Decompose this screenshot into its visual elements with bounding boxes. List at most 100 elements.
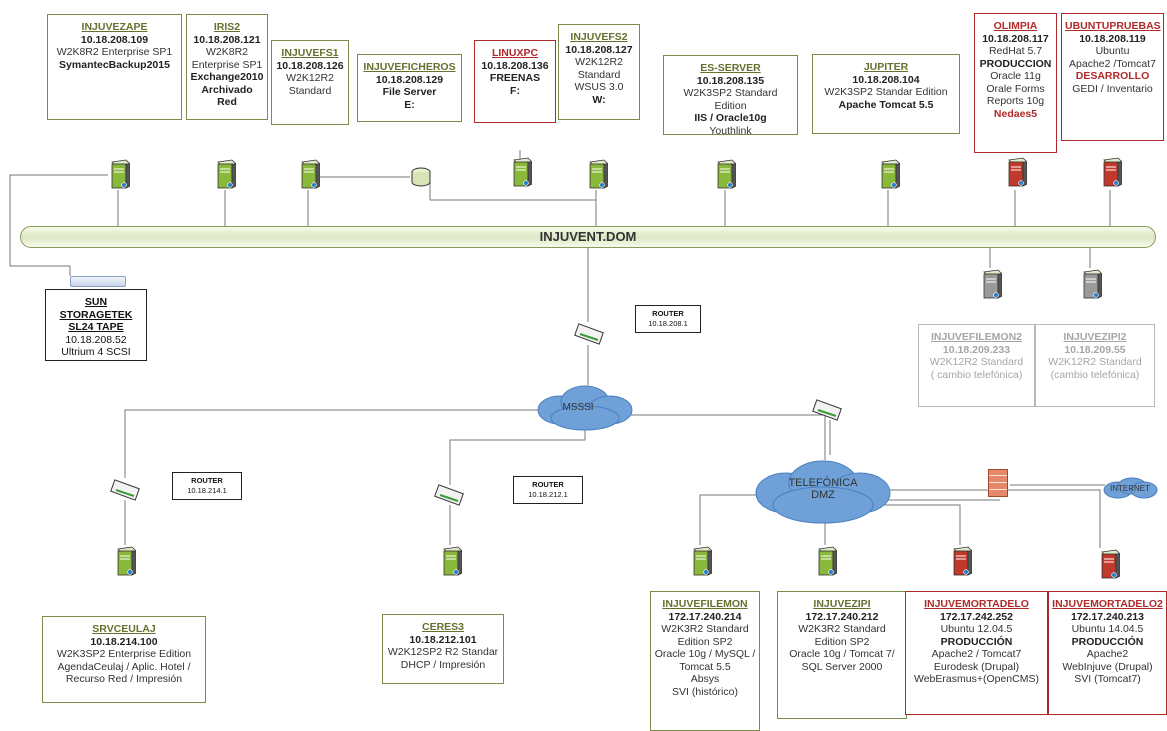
firewall-icon bbox=[988, 469, 1008, 497]
server-detail: SVI (histórico) bbox=[672, 685, 738, 698]
server-detail: DHCP / Impresión bbox=[400, 658, 486, 671]
server-name: INJUVEFS2 bbox=[570, 31, 628, 43]
server-detail: Standard bbox=[288, 84, 332, 97]
server-detail: W2K12R2 Standard bbox=[1048, 356, 1142, 368]
server-name: INJUVEZIPI bbox=[813, 598, 871, 610]
server-detail: Standard bbox=[577, 68, 621, 81]
server-detail: 10.18.208.52 bbox=[65, 333, 127, 346]
server-detail: Apache2 / Tomcat7 bbox=[931, 648, 1022, 660]
domain-bus: INJUVENT.DOM bbox=[20, 226, 1156, 248]
linuxpc-server-icon bbox=[513, 157, 532, 187]
injuvezape-server-icon bbox=[111, 159, 130, 189]
router-icon bbox=[812, 399, 842, 421]
server-detail: 10.18.208.119 bbox=[1079, 32, 1146, 45]
server-detail: Ubuntu 14.04.5 bbox=[1071, 623, 1144, 635]
server-detail: ( cambio telefónica) bbox=[930, 368, 1023, 381]
domain-label: INJUVENT.DOM bbox=[539, 229, 637, 244]
internet-cloud bbox=[1103, 477, 1158, 499]
server-detail: W2K12R2 Standard bbox=[929, 356, 1024, 368]
server-detail: Edition SP2 bbox=[814, 635, 870, 648]
server-detail: AgendaCeulaj / Aplic. Hotel / bbox=[57, 660, 191, 673]
server-name: IRIS2 bbox=[213, 21, 241, 33]
server-detail: Tomcat 5.5 bbox=[679, 660, 731, 673]
server-detail: SL24 TAPE bbox=[68, 321, 124, 333]
server-detail: 10.18.209.55 bbox=[1064, 343, 1126, 356]
injuvemortadelo2-server-icon bbox=[1101, 549, 1120, 579]
server-detail: W2K3SP2 Standard Edition bbox=[683, 87, 778, 112]
server-detail: Apache Tomcat 5.5 bbox=[838, 98, 934, 111]
server-detail: FREENAS bbox=[489, 72, 541, 84]
server-detail: Apache2 /Tomcat7 bbox=[1069, 57, 1156, 70]
disk-icon bbox=[411, 167, 431, 187]
server-detail: 10.18.208.121 bbox=[193, 33, 261, 46]
server-detail: Archivado Red bbox=[201, 83, 253, 109]
server-detail: Recurso Red / Impresión bbox=[65, 673, 183, 685]
router-icon bbox=[110, 479, 140, 501]
server-detail: RedHat 5.7 bbox=[988, 45, 1043, 57]
server-name: ES-SERVER bbox=[700, 62, 761, 74]
server-detail: 172.17.242.252 bbox=[940, 610, 1013, 623]
server-detail: 172.17.240.212 bbox=[805, 610, 879, 623]
server-detail: 10.18.208.104 bbox=[852, 73, 920, 86]
server-name: INJUVEZIPI2 bbox=[1063, 331, 1127, 343]
olimpia-server-icon bbox=[1008, 157, 1027, 187]
server-detail: W2K12R2 bbox=[575, 56, 623, 68]
server-detail: W2K12SP2 R2 Standar bbox=[387, 646, 499, 658]
server-detail: 10.18.208.129 bbox=[375, 73, 444, 86]
server-detail: W2K8R2 bbox=[205, 46, 248, 58]
server-detail: 172.17.240.214 bbox=[668, 610, 742, 623]
server-detail: 10.18.208.135 bbox=[696, 74, 765, 87]
server-detail: 10.18.212.101 bbox=[409, 633, 477, 646]
internet-label: INTERNET bbox=[1110, 484, 1150, 493]
server-name: OLIMPIA bbox=[993, 20, 1038, 32]
telefonica-dmz-cloud bbox=[755, 460, 891, 524]
server-name: INJUVEFICHEROS bbox=[363, 61, 456, 73]
server-detail: Eurodesk (Drupal) bbox=[933, 660, 1020, 673]
server-detail: 10.18.208.117 bbox=[982, 32, 1049, 45]
server-detail: Reports 10g bbox=[986, 95, 1045, 107]
iris2-server-icon bbox=[217, 159, 236, 189]
injuvefs2-server-icon bbox=[589, 159, 608, 189]
server-name: INJUVEFILEMON bbox=[662, 598, 748, 610]
ceres3-server-icon bbox=[443, 546, 462, 576]
server-name: UBUNTUPRUEBAS bbox=[1065, 20, 1161, 32]
server-detail: W: bbox=[592, 93, 606, 106]
server-detail: 10.18.208.126 bbox=[276, 59, 344, 72]
server-detail: W2K12R2 bbox=[286, 72, 334, 84]
server-detail: DESARROLLO bbox=[1075, 70, 1150, 82]
server-detail: 10.18.208.109 bbox=[80, 33, 149, 46]
tape-library-icon bbox=[70, 276, 126, 287]
server-detail: WebInjuve (Drupal) bbox=[1062, 660, 1153, 673]
telefonica-label: TELEFÓNICA DMZ bbox=[788, 477, 858, 501]
server-detail: WSUS 3.0 bbox=[574, 81, 624, 93]
server-detail: W2K3SP2 Enterprise Edition bbox=[56, 648, 192, 660]
injuvezipi2-server-icon bbox=[1083, 269, 1102, 299]
server-detail: Ubuntu bbox=[1095, 45, 1130, 57]
server-detail: W2K8R2 Enterprise SP1 bbox=[56, 46, 173, 58]
server-detail: Oracle 11g bbox=[990, 70, 1041, 82]
server-name: INJUVEZAPE bbox=[81, 21, 148, 33]
msssi-label: MSSSI bbox=[562, 402, 594, 413]
server-detail: W2K3SP2 Standar Edition bbox=[824, 86, 948, 98]
server-detail: File Server bbox=[382, 86, 437, 98]
server-detail: WebErasmus+(OpenCMS) bbox=[914, 673, 1039, 685]
server-detail: Oracle 10g / MySQL / bbox=[654, 648, 756, 660]
server-detail: 10.18.208.127 bbox=[565, 43, 633, 56]
server-detail: SVI (Tomcat7) bbox=[1074, 673, 1141, 685]
server-detail: PRODUCCIÓN bbox=[1071, 635, 1144, 648]
server-name: INJUVEFILEMON2 bbox=[930, 331, 1022, 343]
